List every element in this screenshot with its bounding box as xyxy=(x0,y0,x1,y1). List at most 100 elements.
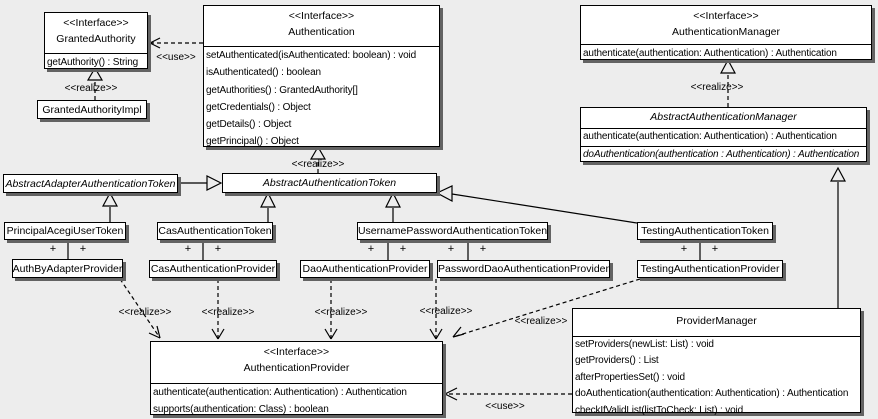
class-header: <<Interface>> GrantedAuthority xyxy=(45,13,147,54)
edge-realize-grantedauthorityimpl-grantedauthority xyxy=(86,66,104,100)
class-abstract-authentication-token[interactable]: AbstractAuthenticationToken xyxy=(222,173,437,193)
method-row: checkIfValidList(listToCheck: List) : vo… xyxy=(575,404,744,416)
class-name: DaoAuthenticationProvider xyxy=(302,263,428,275)
realize-label: <<realize>> xyxy=(119,307,172,318)
class-testing-authentication-provider[interactable]: TestingAuthenticationProvider xyxy=(637,260,783,278)
edge-use-providermanager-authenticationprovider xyxy=(444,387,572,401)
edge-generalize-adaptertoken-abstracttoken xyxy=(178,175,223,191)
class-testing-authentication-token[interactable]: TestingAuthenticationToken xyxy=(637,222,773,240)
multiplicity-plus: + xyxy=(50,243,56,255)
class-provider-manager[interactable]: ProviderManager setProviders(newList: Li… xyxy=(572,308,861,416)
class-authentication-manager[interactable]: <<Interface>> AuthenticationManager auth… xyxy=(580,5,872,60)
multiplicity-plus: + xyxy=(712,243,718,255)
method-row: getAuthority() : String xyxy=(47,57,139,68)
class-header: <<Interface>> AuthenticationManager xyxy=(581,6,871,45)
realize-label: <<realize>> xyxy=(515,316,568,327)
use-label: <<use>> xyxy=(156,52,196,63)
edge-realize-passworddaoprovider-authenticationprovider xyxy=(429,279,443,340)
method-row: authenticate(authentication: Authenticat… xyxy=(581,129,866,147)
class-header: ProviderManager xyxy=(573,309,860,337)
stereotype-label: <<Interface>> xyxy=(693,10,759,22)
stereotype-label: <<Interface>> xyxy=(263,346,330,358)
stereotype-label: <<Interface>> xyxy=(288,10,355,22)
class-header: <<Interface>> Authentication xyxy=(204,6,439,47)
edge-generalize-providermanager-abstractauthenticationmanager xyxy=(829,166,847,308)
class-abstract-authentication-manager[interactable]: AbstractAuthenticationManager authentica… xyxy=(580,107,867,162)
multiplicity-plus: + xyxy=(448,243,454,255)
method-row: getAuthorities() : GrantedAuthority[] xyxy=(206,84,358,96)
class-authentication-provider[interactable]: <<Interface>> AuthenticationProvider aut… xyxy=(150,341,443,415)
class-username-password-authentication-token[interactable]: UsernamePasswordAuthenticationToken xyxy=(357,222,548,240)
realize-label: <<realize>> xyxy=(292,159,345,170)
realize-label: <<realize>> xyxy=(202,307,255,318)
multiplicity-plus: + xyxy=(215,243,221,255)
method-row: afterPropertiesSet() : void xyxy=(575,371,685,383)
class-auth-by-adapter-provider[interactable]: AuthByAdapterProvider xyxy=(12,259,123,278)
method-row: getProviders() : List xyxy=(575,355,659,367)
method-row: doAuthentication(authentication: Authent… xyxy=(575,388,849,400)
class-name: AbstractAdapterAuthenticationToken xyxy=(5,177,176,190)
method-row: authenticate(authentication: Authenticat… xyxy=(153,387,407,398)
class-name: AbstractAuthenticationToken xyxy=(262,177,397,189)
multiplicity-plus: + xyxy=(400,243,406,255)
class-header: <<Interface>> AuthenticationProvider xyxy=(151,342,442,384)
multiplicity-plus: + xyxy=(480,243,486,255)
class-password-dao-authentication-provider[interactable]: PasswordDaoAuthenticationProvider xyxy=(437,260,610,278)
class-name: TestingAuthenticationProvider xyxy=(640,263,780,275)
class-name: AuthenticationManager xyxy=(672,26,780,38)
method-row: setAuthenticated(isAuthenticated: boolea… xyxy=(206,50,417,61)
class-granted-authority-impl[interactable]: GrantedAuthorityImpl xyxy=(37,100,147,119)
multiplicity-plus: + xyxy=(80,243,86,255)
class-name: UsernamePasswordAuthenticationToken xyxy=(357,225,548,237)
class-abstract-adapter-authentication-token[interactable]: AbstractAdapterAuthenticationToken xyxy=(3,174,178,193)
class-name: TestingAuthenticationToken xyxy=(641,225,769,237)
edge-realize-daoprovider-authenticationprovider xyxy=(324,279,338,340)
class-granted-authority[interactable]: <<Interface>> GrantedAuthority getAuthor… xyxy=(44,12,148,69)
edge-realize-abstractauthenticationmanager-authenticationmanager xyxy=(719,58,737,107)
class-name: GrantedAuthority xyxy=(56,33,136,45)
use-label: <<use>> xyxy=(485,401,525,412)
edge-use-authentication-grantedauthority xyxy=(149,37,203,49)
class-authentication[interactable]: <<Interface>> Authentication setAuthenti… xyxy=(203,5,440,147)
edge-realize-abstractauthenticationtoken-authentication xyxy=(309,145,327,173)
multiplicity-plus: + xyxy=(185,243,191,255)
method-row: supports(authentication: Class) : boolea… xyxy=(153,404,329,415)
class-name: PasswordDaoAuthenticationProvider xyxy=(438,263,610,275)
method-row: getCredentials() : Object xyxy=(206,101,311,113)
class-dao-authentication-provider[interactable]: DaoAuthenticationProvider xyxy=(300,260,430,278)
edge-generalize-testingtoken-abstracttoken xyxy=(435,185,638,224)
method-row: authenticate(authentication: Authenticat… xyxy=(583,48,837,59)
realize-label: <<realize>> xyxy=(65,83,118,94)
class-name: ProviderManager xyxy=(676,315,757,327)
class-header: AbstractAuthenticationManager xyxy=(581,108,866,129)
method-row: getDetails() : Object xyxy=(206,119,292,131)
multiplicity-plus: + xyxy=(681,243,687,255)
stereotype-label: <<Interface>> xyxy=(63,17,129,29)
class-name: Authentication xyxy=(288,26,355,38)
method-row: isAuthenticated() : boolean xyxy=(206,67,321,79)
realize-label: <<realize>> xyxy=(691,82,744,93)
class-name: AbstractAuthenticationManager xyxy=(650,111,797,123)
edge-realize-testingprovider-authenticationprovider xyxy=(452,278,641,338)
method-row: setProviders(newList: List) : void xyxy=(575,339,714,350)
class-name: CasAuthenticationToken xyxy=(158,225,272,237)
class-cas-authentication-token[interactable]: CasAuthenticationToken xyxy=(157,222,273,240)
edge-realize-casprovider-authenticationprovider xyxy=(211,279,225,340)
multiplicity-plus: + xyxy=(368,243,374,255)
class-name: AuthenticationProvider xyxy=(243,362,350,374)
realize-label: <<realize>> xyxy=(420,306,473,317)
class-name: AuthByAdapterProvider xyxy=(12,262,123,275)
method-row: doAuthentication(authentication : Authen… xyxy=(583,148,860,160)
class-name: CasAuthenticationProvider xyxy=(150,263,276,275)
method-row: getPrincipal() : Object xyxy=(206,136,299,148)
class-name: PrincipalAcegiUserToken xyxy=(6,225,124,237)
class-principal-acegi-user-token[interactable]: PrincipalAcegiUserToken xyxy=(4,222,126,240)
class-name: GrantedAuthorityImpl xyxy=(42,103,142,116)
realize-label: <<realize>> xyxy=(315,307,368,318)
edge-realize-authbyadapterprovider-authenticationprovider xyxy=(119,278,161,339)
edge-generalize-castoken-abstracttoken xyxy=(260,191,276,222)
edge-generalize-principaltoken-adaptertoken xyxy=(101,191,119,222)
class-cas-authentication-provider[interactable]: CasAuthenticationProvider xyxy=(149,260,277,278)
